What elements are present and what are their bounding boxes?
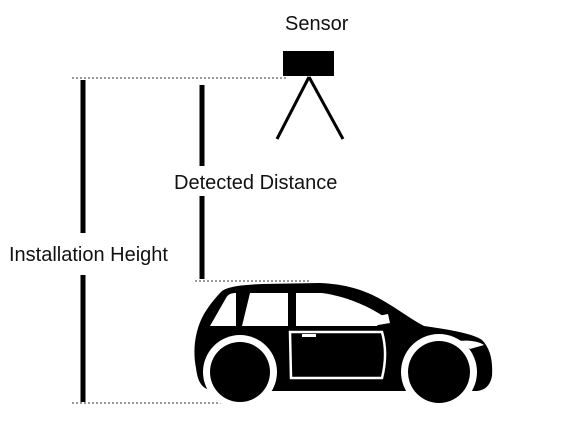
detected-distance-label: Detected Distance (174, 172, 338, 194)
sensor-icon (275, 51, 345, 140)
car-icon (194, 283, 493, 410)
sensor-label: Sensor (285, 13, 349, 35)
installation-height-label: Installation Height (9, 244, 168, 266)
